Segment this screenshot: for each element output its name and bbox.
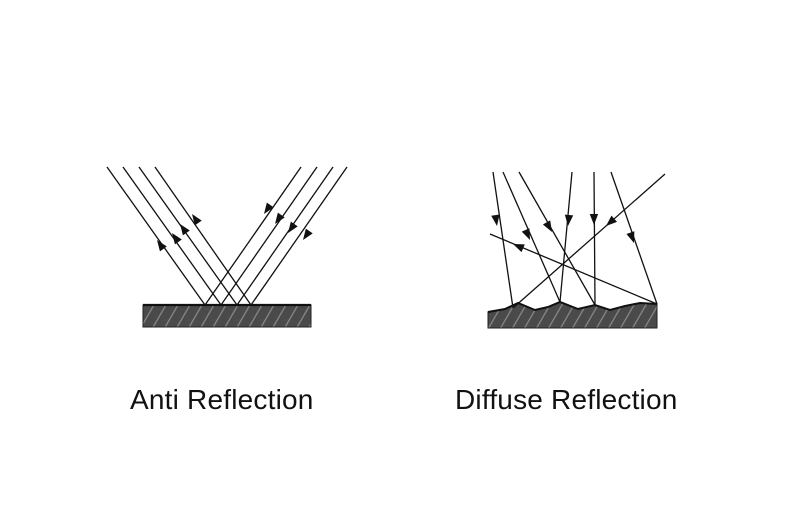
incident-ray — [106, 166, 206, 306]
reflected-ray — [220, 166, 318, 306]
diffuse-ray-arrowhead — [626, 231, 635, 243]
incident-ray — [138, 166, 238, 306]
scattered-ray-arrowhead — [513, 244, 525, 253]
anti-reflection-rays — [106, 166, 348, 306]
rough-surface-edge — [487, 300, 658, 313]
incident-ray — [154, 166, 252, 306]
diffuse-ray-arrowhead — [521, 228, 530, 240]
diffuse-ray — [559, 171, 573, 303]
scattered-ray — [512, 173, 666, 309]
reflected-ray-arrowhead — [288, 221, 298, 233]
incident-ray-arrowhead — [192, 214, 202, 226]
diffuse-reflection-rays — [489, 171, 666, 309]
reflected-ray-arrowhead — [264, 202, 274, 214]
diffuse-reflection-diagram — [487, 171, 666, 329]
reflected-ray — [236, 166, 334, 306]
reflected-ray-arrowhead — [275, 212, 285, 224]
diffuse-ray-arrowhead — [564, 214, 574, 226]
incident-ray-arrowhead — [157, 240, 167, 252]
incident-ray-arrowhead — [180, 224, 190, 236]
scattered-ray-arrowhead — [606, 215, 618, 226]
diffuse-ray — [518, 171, 596, 306]
smooth-surface — [142, 304, 312, 328]
diffuse-ray-arrowhead — [542, 220, 552, 232]
diffuse-ray-arrowhead — [589, 213, 599, 225]
incident-ray — [122, 166, 222, 306]
incident-ray-arrowhead — [172, 233, 182, 245]
reflected-ray — [250, 166, 348, 306]
anti-reflection-diagram — [106, 166, 348, 328]
diffuse-ray — [593, 171, 596, 306]
diffuse-ray-arrowhead — [491, 214, 500, 226]
reflected-ray-arrowhead — [303, 228, 313, 240]
anti-reflection-caption: Anti Reflection — [130, 384, 314, 415]
diffuse-reflection-caption: Diffuse Reflection — [455, 384, 678, 415]
reflected-ray — [204, 166, 302, 306]
diffuse-ray — [502, 171, 561, 303]
